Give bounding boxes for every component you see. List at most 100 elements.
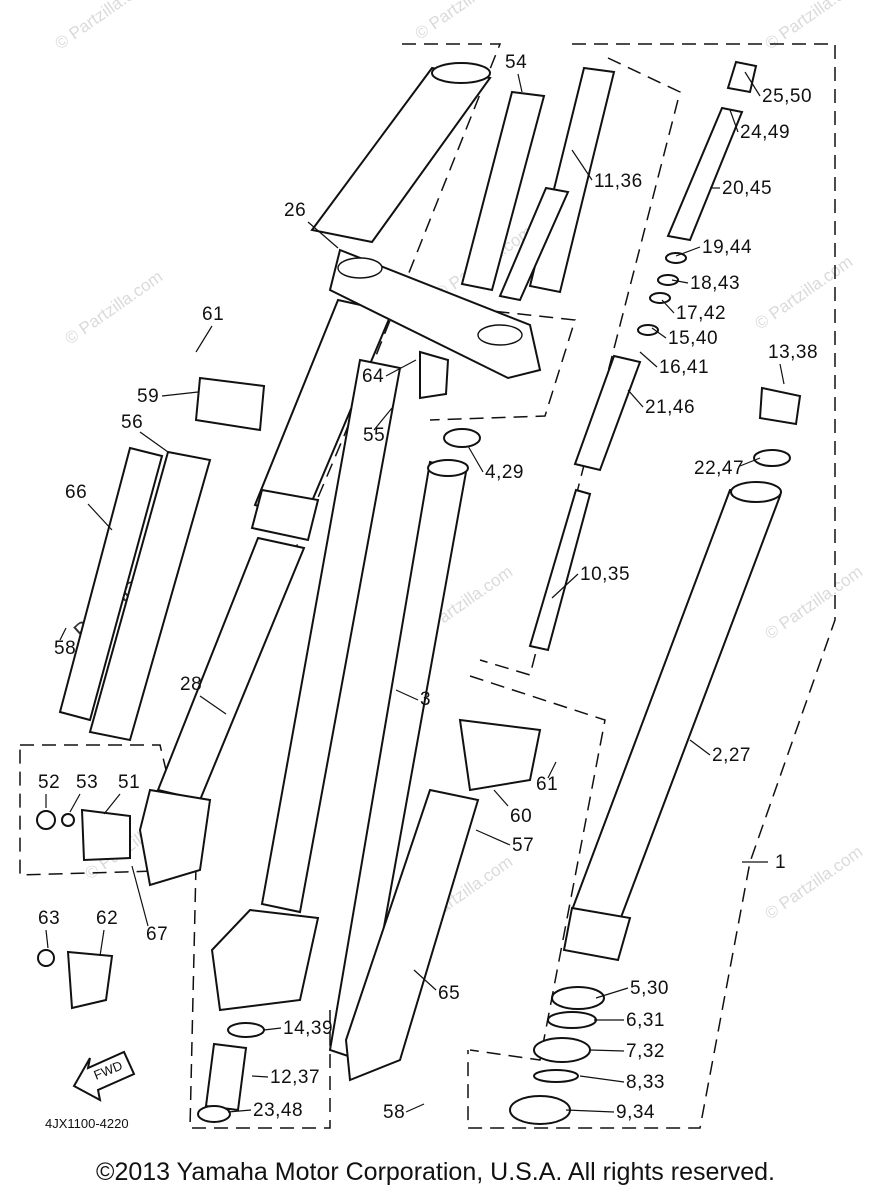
leader-line-c15_40 (651, 327, 667, 339)
callout-c18_43: 18,43 (690, 273, 740, 294)
callout-c5_30: 5,30 (630, 978, 669, 999)
nut-18-43 (657, 274, 679, 286)
callout-c21_46: 21,46 (645, 397, 695, 418)
leader-line-c22_47 (739, 457, 761, 467)
fwd-arrow-icon: FWD (72, 1050, 136, 1102)
copyright-notice: ©2013 Yamaha Motor Corporation, U.S.A. A… (96, 1158, 775, 1186)
callout-c7_32: 7,32 (626, 1041, 665, 1062)
callout-c8_33: 8,33 (626, 1072, 665, 1093)
callout-c64: 64 (362, 366, 384, 387)
callout-c3: 3 (420, 689, 431, 710)
callout-c24_49: 24,49 (740, 122, 790, 143)
callout-c66: 66 (65, 482, 87, 503)
leader-line-c24_49 (729, 109, 739, 133)
leader-line-c19_44 (675, 246, 701, 257)
bracket-62 (66, 950, 114, 1010)
callout-c54: 54 (505, 52, 527, 73)
clamp-bore-left (337, 257, 383, 279)
callout-c2_27: 2,27 (712, 745, 751, 766)
callout-c53: 53 (76, 772, 98, 793)
group-outline-cover (469, 675, 606, 1061)
leader-line-c13_38 (779, 363, 785, 385)
callout-c56: 56 (121, 412, 143, 433)
outer-tube-top (730, 481, 782, 503)
leader-line-c21_46 (627, 389, 644, 408)
callout-c59: 59 (137, 386, 159, 407)
damper-assembly (498, 60, 758, 652)
callout-c67: 67 (146, 924, 168, 945)
callout-c22_47: 22,47 (694, 458, 744, 479)
callout-c9_34: 9,34 (616, 1102, 655, 1123)
clamp-59 (194, 376, 266, 432)
left-fork-tube (310, 66, 492, 244)
callout-c6_31: 6,31 (626, 1010, 665, 1031)
leader-line-c18_43 (671, 279, 689, 284)
callout-c28: 28 (180, 674, 202, 695)
fork-guard-60 (458, 718, 542, 792)
watermark-text: © Partzilla.com (51, 0, 156, 53)
right-fork-assembly (509, 386, 802, 1125)
leader-line-c26 (307, 221, 339, 249)
drawing-code: 4JX1100-4220 (45, 1116, 129, 1131)
nut-23-48 (197, 1105, 231, 1123)
left-fork-cap (431, 62, 491, 84)
washer-14-39 (227, 1022, 265, 1038)
front-fork-exploded-diagram: © Partzilla.com © Partzilla.com © Partzi… (19, 0, 866, 1131)
left-slider (156, 536, 306, 802)
cap-13-38 (758, 386, 802, 426)
callout-c10_35: 10,35 (580, 564, 630, 585)
seal-5-30 (551, 986, 605, 1010)
leader-line-c55 (373, 407, 393, 431)
leader-line-c62 (99, 929, 105, 957)
leader-line-c51 (103, 793, 121, 815)
seal-7-32 (533, 1037, 591, 1063)
leader-line-c25_50 (744, 71, 761, 97)
leader-line-c59 (161, 391, 199, 397)
dust-seal-9-34 (509, 1095, 571, 1125)
leader-line-c58a (59, 627, 67, 641)
leader-line-c54 (517, 73, 523, 93)
left-axle-bracket (138, 788, 212, 887)
collar-15-40 (637, 324, 659, 336)
leader-line-c17_42 (661, 299, 675, 314)
callout-leaders (45, 71, 785, 1113)
spacer-19-44 (665, 252, 687, 264)
callout-c65: 65 (438, 983, 460, 1004)
rod-10-35 (528, 488, 592, 652)
callout-c23_48: 23,48 (253, 1100, 303, 1121)
callout-c58b: 58 (383, 1102, 405, 1123)
guard-66 (58, 446, 164, 722)
leader-line-c61b (547, 761, 557, 779)
leader-line-c67 (131, 865, 149, 927)
clamp-bore-right (477, 324, 523, 346)
leader-line-c64 (385, 359, 417, 377)
watermark-text: © Partzilla.com (751, 252, 856, 333)
fork-guard-57 (344, 788, 480, 1082)
leader-line-c28 (199, 695, 227, 715)
callout-c11_36: 11,36 (594, 171, 643, 192)
outer-tube-2-27 (570, 488, 782, 922)
left-lower-tube (260, 358, 402, 914)
leader-line-c53 (69, 793, 81, 813)
leader-line-c61a (195, 325, 213, 353)
left-dust-seal (250, 488, 320, 542)
leader-line-c16_41 (639, 351, 658, 368)
triple-clamp (328, 90, 546, 400)
callout-c19_44: 19,44 (702, 237, 752, 258)
callout-c15_40: 15,40 (668, 328, 718, 349)
bushing-4-29 (443, 428, 481, 448)
leader-line-c12_37 (251, 1075, 269, 1078)
leader-line-c3 (395, 689, 419, 701)
leader-line-c65 (413, 969, 437, 991)
callout-c62: 62 (96, 908, 118, 929)
callout-c52: 52 (38, 772, 60, 793)
callout-c12_37: 12,37 (270, 1067, 320, 1088)
left-lower-bracket (210, 908, 320, 1012)
leader-line-c57 (475, 829, 511, 846)
callout-c61a: 61 (202, 304, 224, 325)
leader-line-c5_30 (595, 987, 629, 999)
left-fork-assembly (138, 62, 492, 1012)
spring-12-37 (204, 1042, 248, 1112)
rebound-rod-20-45 (666, 106, 744, 242)
